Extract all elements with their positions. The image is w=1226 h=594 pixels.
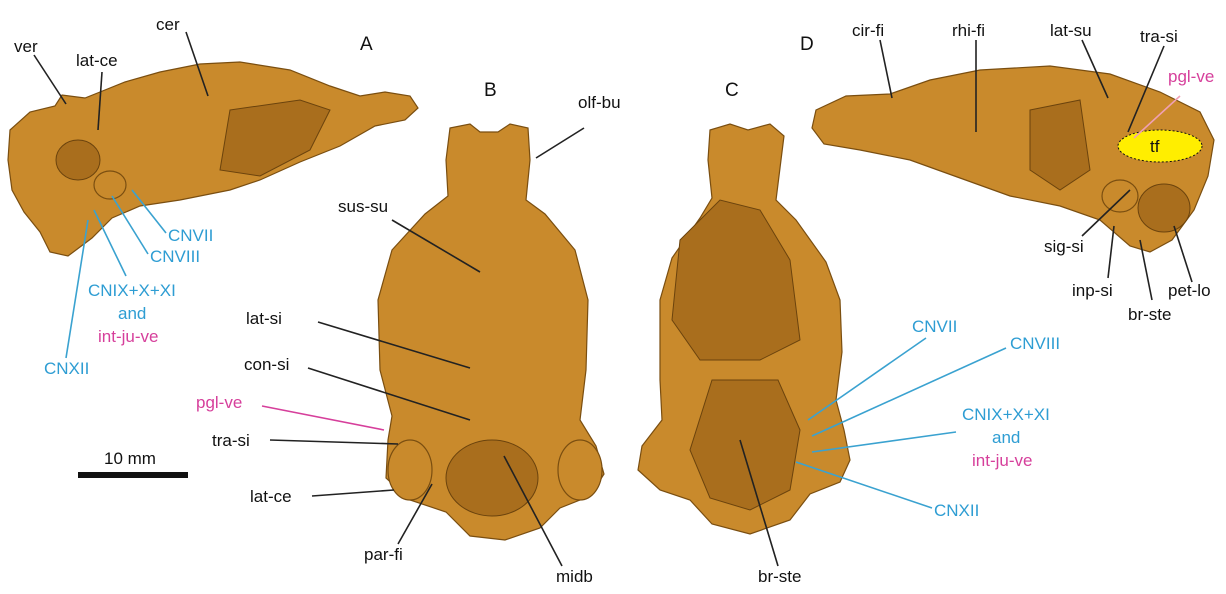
label-lat-ce-a: lat-ce	[76, 51, 118, 70]
label-int-ju-ve-c: int-ju-ve	[972, 451, 1032, 470]
label-con-si: con-si	[244, 355, 289, 374]
label-sus-su: sus-su	[338, 197, 388, 216]
cerebellar-lobe-a	[220, 100, 330, 176]
label-sig-si: sig-si	[1044, 237, 1084, 256]
panel-label-a: A	[360, 34, 373, 55]
label-tra-si-d: tra-si	[1140, 27, 1178, 46]
label-cnxii-c: CNXII	[934, 501, 979, 520]
label-and-c: and	[992, 428, 1020, 447]
label-olf-bu: olf-bu	[578, 93, 621, 112]
label-cnviii-a: CNVIII	[150, 247, 200, 266]
label-cir-fi: cir-fi	[852, 21, 884, 40]
label-cnvii-a: CNVII	[168, 226, 213, 245]
label-cnix-a: CNIX+X+XI	[88, 281, 176, 300]
scale-bar	[78, 472, 188, 478]
label-br-ste-c: br-ste	[758, 567, 801, 586]
label-cnxii-a: CNXII	[44, 359, 89, 378]
rhinal-region-d	[1030, 100, 1090, 190]
label-int-ju-ve-a: int-ju-ve	[98, 327, 158, 346]
panel-d: tf D cir-fi rhi-fi lat-su tra-si pgl-ve …	[800, 21, 1214, 324]
tentorial-fossa-area	[1118, 130, 1202, 162]
petrosal-lobe-d	[1138, 184, 1190, 232]
label-rhi-fi: rhi-fi	[952, 21, 985, 40]
label-pgl-ve-d: pgl-ve	[1168, 67, 1214, 86]
petrosal-lobe-a	[56, 140, 100, 180]
label-lat-su: lat-su	[1050, 21, 1092, 40]
label-tra-si-b: tra-si	[212, 431, 250, 450]
label-inp-si: inp-si	[1072, 281, 1113, 300]
lateral-cerebellum-right-b	[558, 440, 602, 500]
scale-bar-label: 10 mm	[104, 449, 156, 468]
label-par-fi: par-fi	[364, 545, 403, 564]
panel-label-d: D	[800, 34, 814, 55]
panel-label-c: C	[725, 80, 739, 101]
lateral-flange-a	[94, 171, 126, 199]
label-br-ste-d: br-ste	[1128, 305, 1171, 324]
label-and-a: and	[118, 304, 146, 323]
label-midb: midb	[556, 567, 593, 586]
midbrain-b	[446, 440, 538, 516]
brainstem-c	[690, 380, 800, 510]
label-cnix-c: CNIX+X+XI	[962, 405, 1050, 424]
label-pgl-ve-b: pgl-ve	[196, 393, 242, 412]
transverse-sinus-region-d	[1102, 180, 1138, 212]
lateral-cerebellum-left-b	[388, 440, 432, 500]
label-cer: cer	[156, 15, 180, 34]
label-tf: tf	[1150, 137, 1160, 156]
label-lat-ce-b: lat-ce	[250, 487, 292, 506]
label-lat-si: lat-si	[246, 309, 282, 328]
label-ver: ver	[14, 37, 38, 56]
label-pet-lo: pet-lo	[1168, 281, 1211, 300]
panel-label-b: B	[484, 80, 497, 101]
label-cnvii-c: CNVII	[912, 317, 957, 336]
label-cnviii-c: CNVIII	[1010, 334, 1060, 353]
